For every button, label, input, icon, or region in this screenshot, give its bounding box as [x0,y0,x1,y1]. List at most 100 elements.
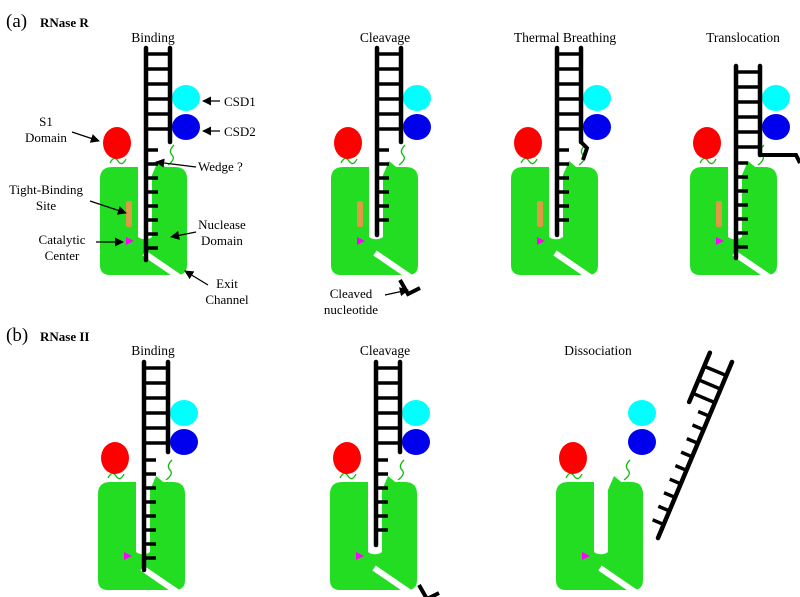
csd1-domain [762,85,790,111]
arrow-tight [89,200,127,215]
panel-a-letter: (a) [6,11,27,32]
label-s1-line2: Domain [25,130,67,145]
stage-title-a-binding: Binding [131,30,175,45]
nuclease-domain [690,167,777,275]
stage-title-b-binding: Binding [131,343,175,358]
rna-base [697,409,710,418]
exit-channel [142,250,184,282]
rna-translocated [760,153,800,164]
arrow-nuclease [170,230,197,240]
label-s1-line1: S1 [39,114,53,129]
label-exit-line1: Exit [216,276,238,291]
s1-linker [340,157,358,165]
csd-linker [165,459,173,481]
exit-channel [373,250,415,282]
exit-channel [598,565,640,597]
s1-linker [565,472,583,480]
catalytic-center [357,237,365,245]
rna-backbone-pair [686,350,713,405]
stage-title-a-translocation: Translocation [706,30,780,45]
label-nuclease-line1: Nuclease [198,217,246,232]
catalytic-center [356,552,364,560]
rna-base [651,518,665,527]
wedge [608,476,626,490]
exit-channel [372,565,414,597]
rna-base [703,364,727,378]
scene-b-binding [98,359,198,597]
stage-title-a-thermal-breathing: Thermal Breathing [514,30,617,45]
s1-linker [107,472,125,480]
rna-base [663,491,676,499]
nuclease-domain [100,167,187,275]
rna-base [691,423,705,432]
tight-binding-site [357,201,363,227]
csd1-domain [628,400,656,426]
s1-domain [333,442,361,474]
csd2-domain [170,429,198,455]
csd-linker [398,144,406,166]
csd1-domain [172,85,200,111]
panel-b-letter: (b) [6,325,28,346]
label-catalytic-line2: Center [45,248,80,263]
s1-domain [559,442,587,474]
s1-domain [693,127,721,159]
scene-b-dissociation [556,400,656,597]
csd2-domain [762,114,790,140]
nuclease-domain [98,482,185,590]
csd-linker [397,459,405,481]
cleaved-nucleotide [398,279,421,297]
catalytic-center [716,237,724,245]
catalytic-center [537,237,545,245]
label-tight-line1: Tight-Binding [9,182,83,197]
label-csd2: CSD2 [224,124,256,139]
nuclease-domain [331,167,418,275]
cleaved-nucleotide [417,584,440,597]
stage-title-b-dissociation: Dissociation [564,343,632,358]
csd2-domain [172,114,200,140]
rna-base [686,436,699,445]
arrow-cleaved [384,287,409,297]
label-nuclease-line2: Domain [201,233,243,248]
s1-domain [101,442,129,474]
panel-a-title: RNase R [40,15,89,30]
scene-a-binding [100,45,200,282]
csd1-domain [402,400,430,426]
annotation-arrows [71,96,409,297]
exit-channel [140,565,182,597]
stage-title-a-cleavage: Cleavage [360,30,410,45]
s1-linker [339,472,357,480]
panel-b-title: RNase II [40,329,89,344]
label-exit-line2: Channel [205,292,249,307]
arrow-s1 [71,131,100,143]
catalytic-center [582,552,590,560]
csd1-domain [170,400,198,426]
label-tight-line2: Site [36,198,56,213]
s1-domain [103,127,131,159]
rna-base [697,378,722,391]
csd2-domain [583,114,611,140]
csd2-domain [403,114,431,140]
label-cleaved-line1: Cleaved [330,286,373,301]
tight-binding-site [126,201,132,227]
nuclease-domain [556,482,643,590]
arrow-exit [184,270,209,286]
rna-backbone [655,359,735,541]
exit-channel [732,250,774,282]
rna-base [674,464,688,472]
csd1-domain [583,85,611,111]
s1-domain [514,127,542,159]
label-wedge: Wedge ? [198,159,243,174]
scene-a-thermal-breathing [511,45,611,282]
rna-base [657,504,671,513]
catalytic-center [126,237,134,245]
catalytic-center [124,552,132,560]
tight-binding-site [716,201,722,227]
nuclease-domain [511,167,598,275]
rna-base [692,391,716,405]
s1-linker [699,157,717,165]
csd1-domain [403,85,431,111]
csd2-domain [628,429,656,455]
tight-binding-site [537,201,543,227]
exit-channel [553,250,595,282]
